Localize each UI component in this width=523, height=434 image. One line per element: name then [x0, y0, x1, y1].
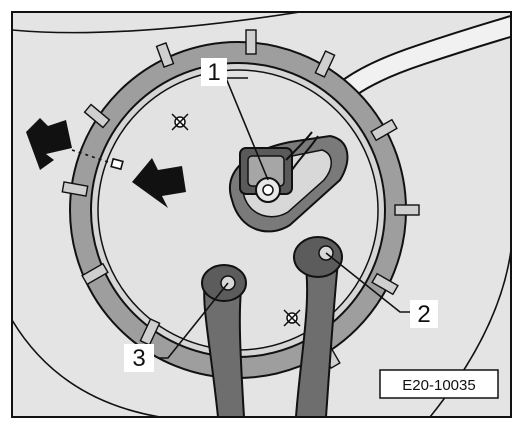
alignment-clip-top — [171, 113, 189, 131]
fuel-line-right — [293, 236, 343, 417]
figure-frame — [11, 11, 512, 418]
callout-1-label: 1 — [207, 59, 220, 86]
leader-line-3 — [158, 282, 229, 359]
arrow-upper-left — [26, 118, 72, 170]
callout-3-label: 3 — [132, 345, 145, 372]
callout-2-label: 2 — [417, 301, 430, 328]
alignment-mark — [71, 149, 124, 171]
leader-line-2 — [325, 252, 410, 313]
leader-line-1 — [225, 77, 269, 181]
callout-1-box — [201, 58, 227, 86]
tank-contour-line — [12, 12, 301, 34]
tank-lower-contour — [12, 319, 161, 417]
arrow-lower — [132, 158, 186, 208]
fuel-line-left — [201, 264, 247, 417]
callout-2-box — [410, 300, 438, 328]
callout-3-box — [124, 344, 154, 372]
reference-code: E20-10035 — [402, 377, 475, 394]
reference-code-box — [379, 369, 499, 399]
alignment-clip-bottom — [283, 309, 301, 327]
